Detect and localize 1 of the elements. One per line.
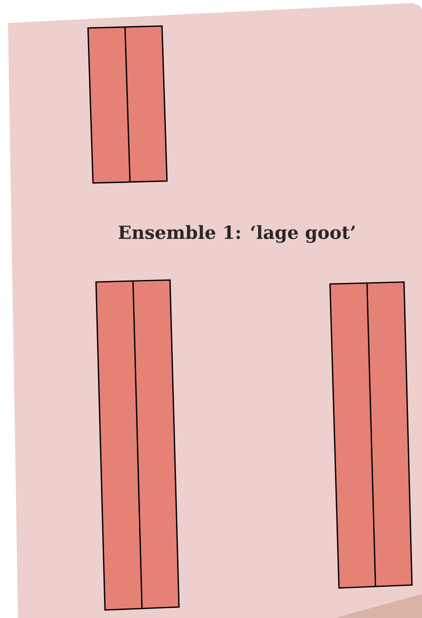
- title: Ensemble 1: ‘lage goot’: [118, 225, 355, 243]
